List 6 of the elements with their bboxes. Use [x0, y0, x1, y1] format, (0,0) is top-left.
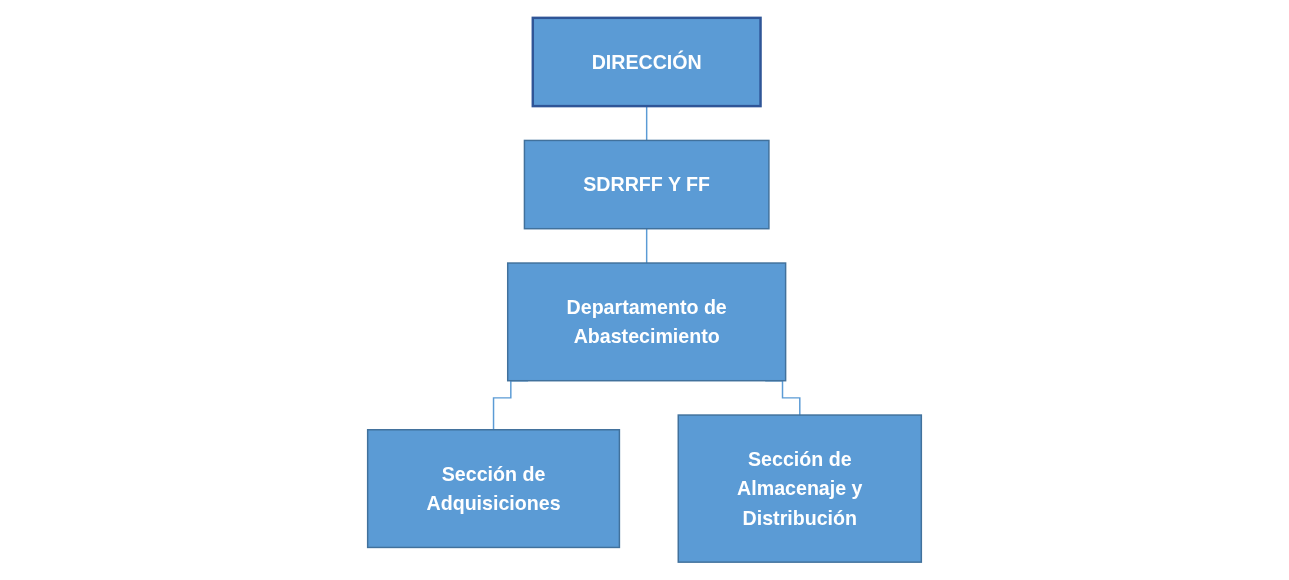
node-box: Departamento de Abastecimiento — [506, 262, 787, 382]
node-box: Sección de Almacenaje y Distribución — [677, 414, 923, 563]
connector — [645, 227, 648, 264]
node-box: DIRECCIÓN — [531, 16, 762, 108]
node-box: Sección de Adquisiciones — [366, 429, 621, 549]
node-box: SDRRFF Y FF — [523, 139, 770, 230]
